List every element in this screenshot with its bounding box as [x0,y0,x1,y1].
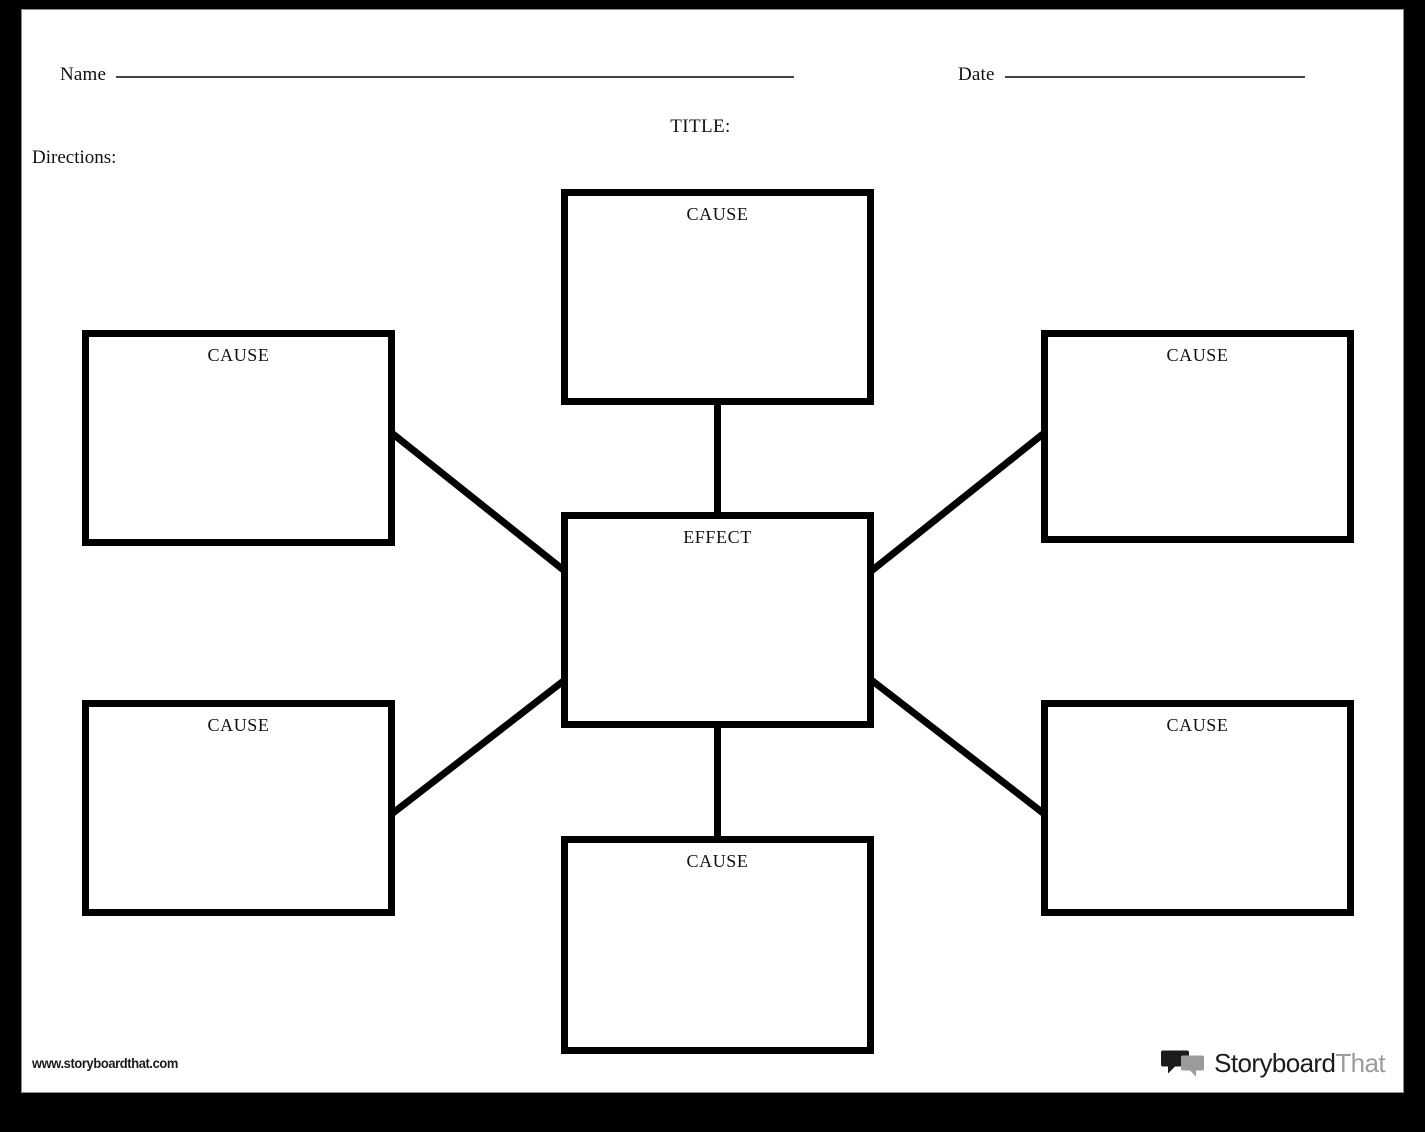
cause-box-left-top[interactable]: CAUSE [82,330,395,546]
directions-label: Directions: [32,147,117,168]
cause-box-right-bottom[interactable]: CAUSE [1041,700,1354,916]
cause-box-left-top-label: CAUSE [207,345,270,365]
website-url[interactable]: www.storyboardthat.com [32,1055,179,1071]
name-field-row: Name [60,64,795,86]
cause-box-right-top[interactable]: CAUSE [1041,330,1354,543]
cause-box-bottom-label: CAUSE [686,851,749,871]
effect-box-center[interactable]: EFFECT [561,512,874,728]
connector-left-bottom [390,676,569,816]
connector-left-top [390,431,569,575]
date-label: Date [958,64,995,85]
speech-bubbles-icon [1161,1050,1205,1077]
brand-secondary: That [1335,1048,1385,1078]
connector-right-top [867,431,1046,575]
worksheet-sheet: Name Date TITLE: Directions: [22,10,1403,1092]
cause-box-bottom[interactable]: CAUSE [561,836,874,1054]
cause-box-top-label: CAUSE [686,204,749,224]
cause-box-left-bottom[interactable]: CAUSE [82,700,395,916]
effect-box-label: EFFECT [683,527,752,547]
cause-box-right-bottom-label: CAUSE [1166,715,1229,735]
brand-primary: Storyboard [1214,1048,1336,1078]
cause-box-top[interactable]: CAUSE [561,189,874,405]
cause-box-left-bottom-label: CAUSE [207,715,270,735]
title-label: TITLE: [670,116,731,137]
name-label: Name [60,64,107,85]
date-input[interactable] [1004,76,1305,78]
storyboardthat-logo[interactable]: StoryboardThat [1161,1048,1386,1078]
date-field-row: Date [958,64,1305,86]
name-input[interactable] [116,76,795,78]
cause-box-right-top-label: CAUSE [1166,345,1229,365]
title-row: TITLE: [22,116,1403,138]
connector-right-bottom [867,676,1046,816]
brand-wordmark: StoryboardThat [1214,1050,1385,1076]
